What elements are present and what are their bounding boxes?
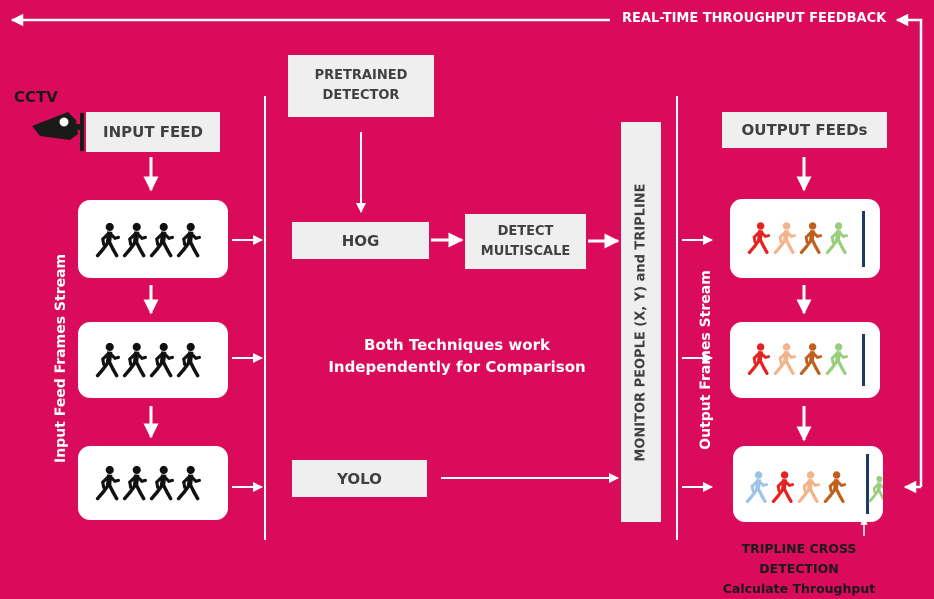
- walking-person-icon: [95, 464, 121, 501]
- calc-label: Calculate Throughput: [722, 581, 876, 596]
- walking-person-icon: [122, 464, 148, 501]
- input-feed-label: INPUT FEED: [103, 123, 203, 141]
- yolo-box: YOLO: [292, 460, 427, 497]
- output-feeds-label: OUTPUT FEEDs: [741, 121, 868, 139]
- walking-person-icon: [771, 469, 795, 504]
- walker-group: [745, 454, 888, 514]
- walking-person-icon: [799, 220, 823, 255]
- hog-label: HOG: [341, 231, 380, 250]
- walking-person-icon: [149, 221, 175, 258]
- input-stream-label: Input Feed Frames Stream: [53, 253, 69, 463]
- input-frame-3: [78, 446, 228, 520]
- tripline-bar: [866, 454, 869, 514]
- pretrained-detector-label: PRETRAINED DETECTOR: [314, 68, 408, 103]
- walking-person-icon: [95, 221, 121, 258]
- walking-person-icon: [747, 220, 771, 255]
- feedback-label: REAL-TIME THROUGHPUT FEEDBACK: [622, 11, 887, 26]
- input-frame-1: [78, 200, 228, 278]
- walking-person-icon: [176, 464, 202, 501]
- walking-person-icon: [176, 341, 202, 378]
- walking-person-icon: [745, 469, 769, 504]
- walking-person-icon: [176, 221, 202, 258]
- output-frame-1: [730, 199, 880, 278]
- input-feed-box: INPUT FEED: [86, 112, 220, 152]
- tripline-label: TRIPLINE CROSS DETECTION: [741, 541, 857, 576]
- output-frame-2: [730, 322, 880, 398]
- cctv-camera-icon: [32, 112, 84, 151]
- monitor-box: MONITOR PEOPLE (X, Y) and TRIPLINE: [621, 122, 661, 522]
- walking-person-icon: [799, 341, 823, 376]
- walking-person-icon: [825, 341, 849, 376]
- detect-multiscale-box: DETECT MULTISCALE: [465, 214, 586, 269]
- walker-group: [747, 334, 865, 386]
- monitor-label: MONITOR PEOPLE (X, Y) and TRIPLINE: [633, 182, 649, 462]
- tripline-caption: TRIPLINE CROSS DETECTION Calculate Throu…: [701, 539, 897, 599]
- connector-layer: [10, 13, 923, 540]
- tripline-bar: [862, 334, 865, 386]
- note-line-2: Independently for Comparison: [328, 358, 586, 376]
- walking-person-icon: [122, 221, 148, 258]
- comparison-note: Both Techniques work Independently for C…: [300, 334, 614, 378]
- hog-box: HOG: [292, 222, 429, 259]
- walking-person-icon: [149, 464, 175, 501]
- walking-person-icon: [823, 469, 847, 504]
- feedback-loop-right: [895, 13, 923, 487]
- detect-multiscale-label: DETECT MULTISCALE: [480, 223, 571, 259]
- cctv-label: CCTV: [14, 88, 58, 106]
- input-frame-2: [78, 322, 228, 398]
- tripline-bar: [862, 211, 865, 267]
- walking-person-icon: [747, 341, 771, 376]
- walker-group: [747, 211, 865, 267]
- output-stream-label: Output Frames Stream: [698, 270, 714, 450]
- walking-person-icon: [825, 220, 849, 255]
- walker-group: [95, 221, 202, 258]
- walking-person-icon: [95, 341, 121, 378]
- walking-person-icon: [868, 474, 888, 503]
- yolo-label: YOLO: [337, 469, 382, 488]
- note-line-1: Both Techniques work: [364, 336, 550, 354]
- walking-person-icon: [122, 341, 148, 378]
- walker-group: [95, 464, 202, 501]
- walking-person-icon: [797, 469, 821, 504]
- walker-group: [95, 341, 202, 378]
- diagram: INPUT FEED PRETRAINED DETECTOR HOG DETEC…: [10, 11, 923, 596]
- walking-person-icon: [773, 220, 797, 255]
- walking-person-icon: [149, 341, 175, 378]
- walking-person-icon: [773, 341, 797, 376]
- pretrained-detector-box: PRETRAINED DETECTOR: [288, 55, 434, 117]
- output-feeds-box: OUTPUT FEEDs: [722, 112, 887, 148]
- output-frame-3: [733, 446, 888, 522]
